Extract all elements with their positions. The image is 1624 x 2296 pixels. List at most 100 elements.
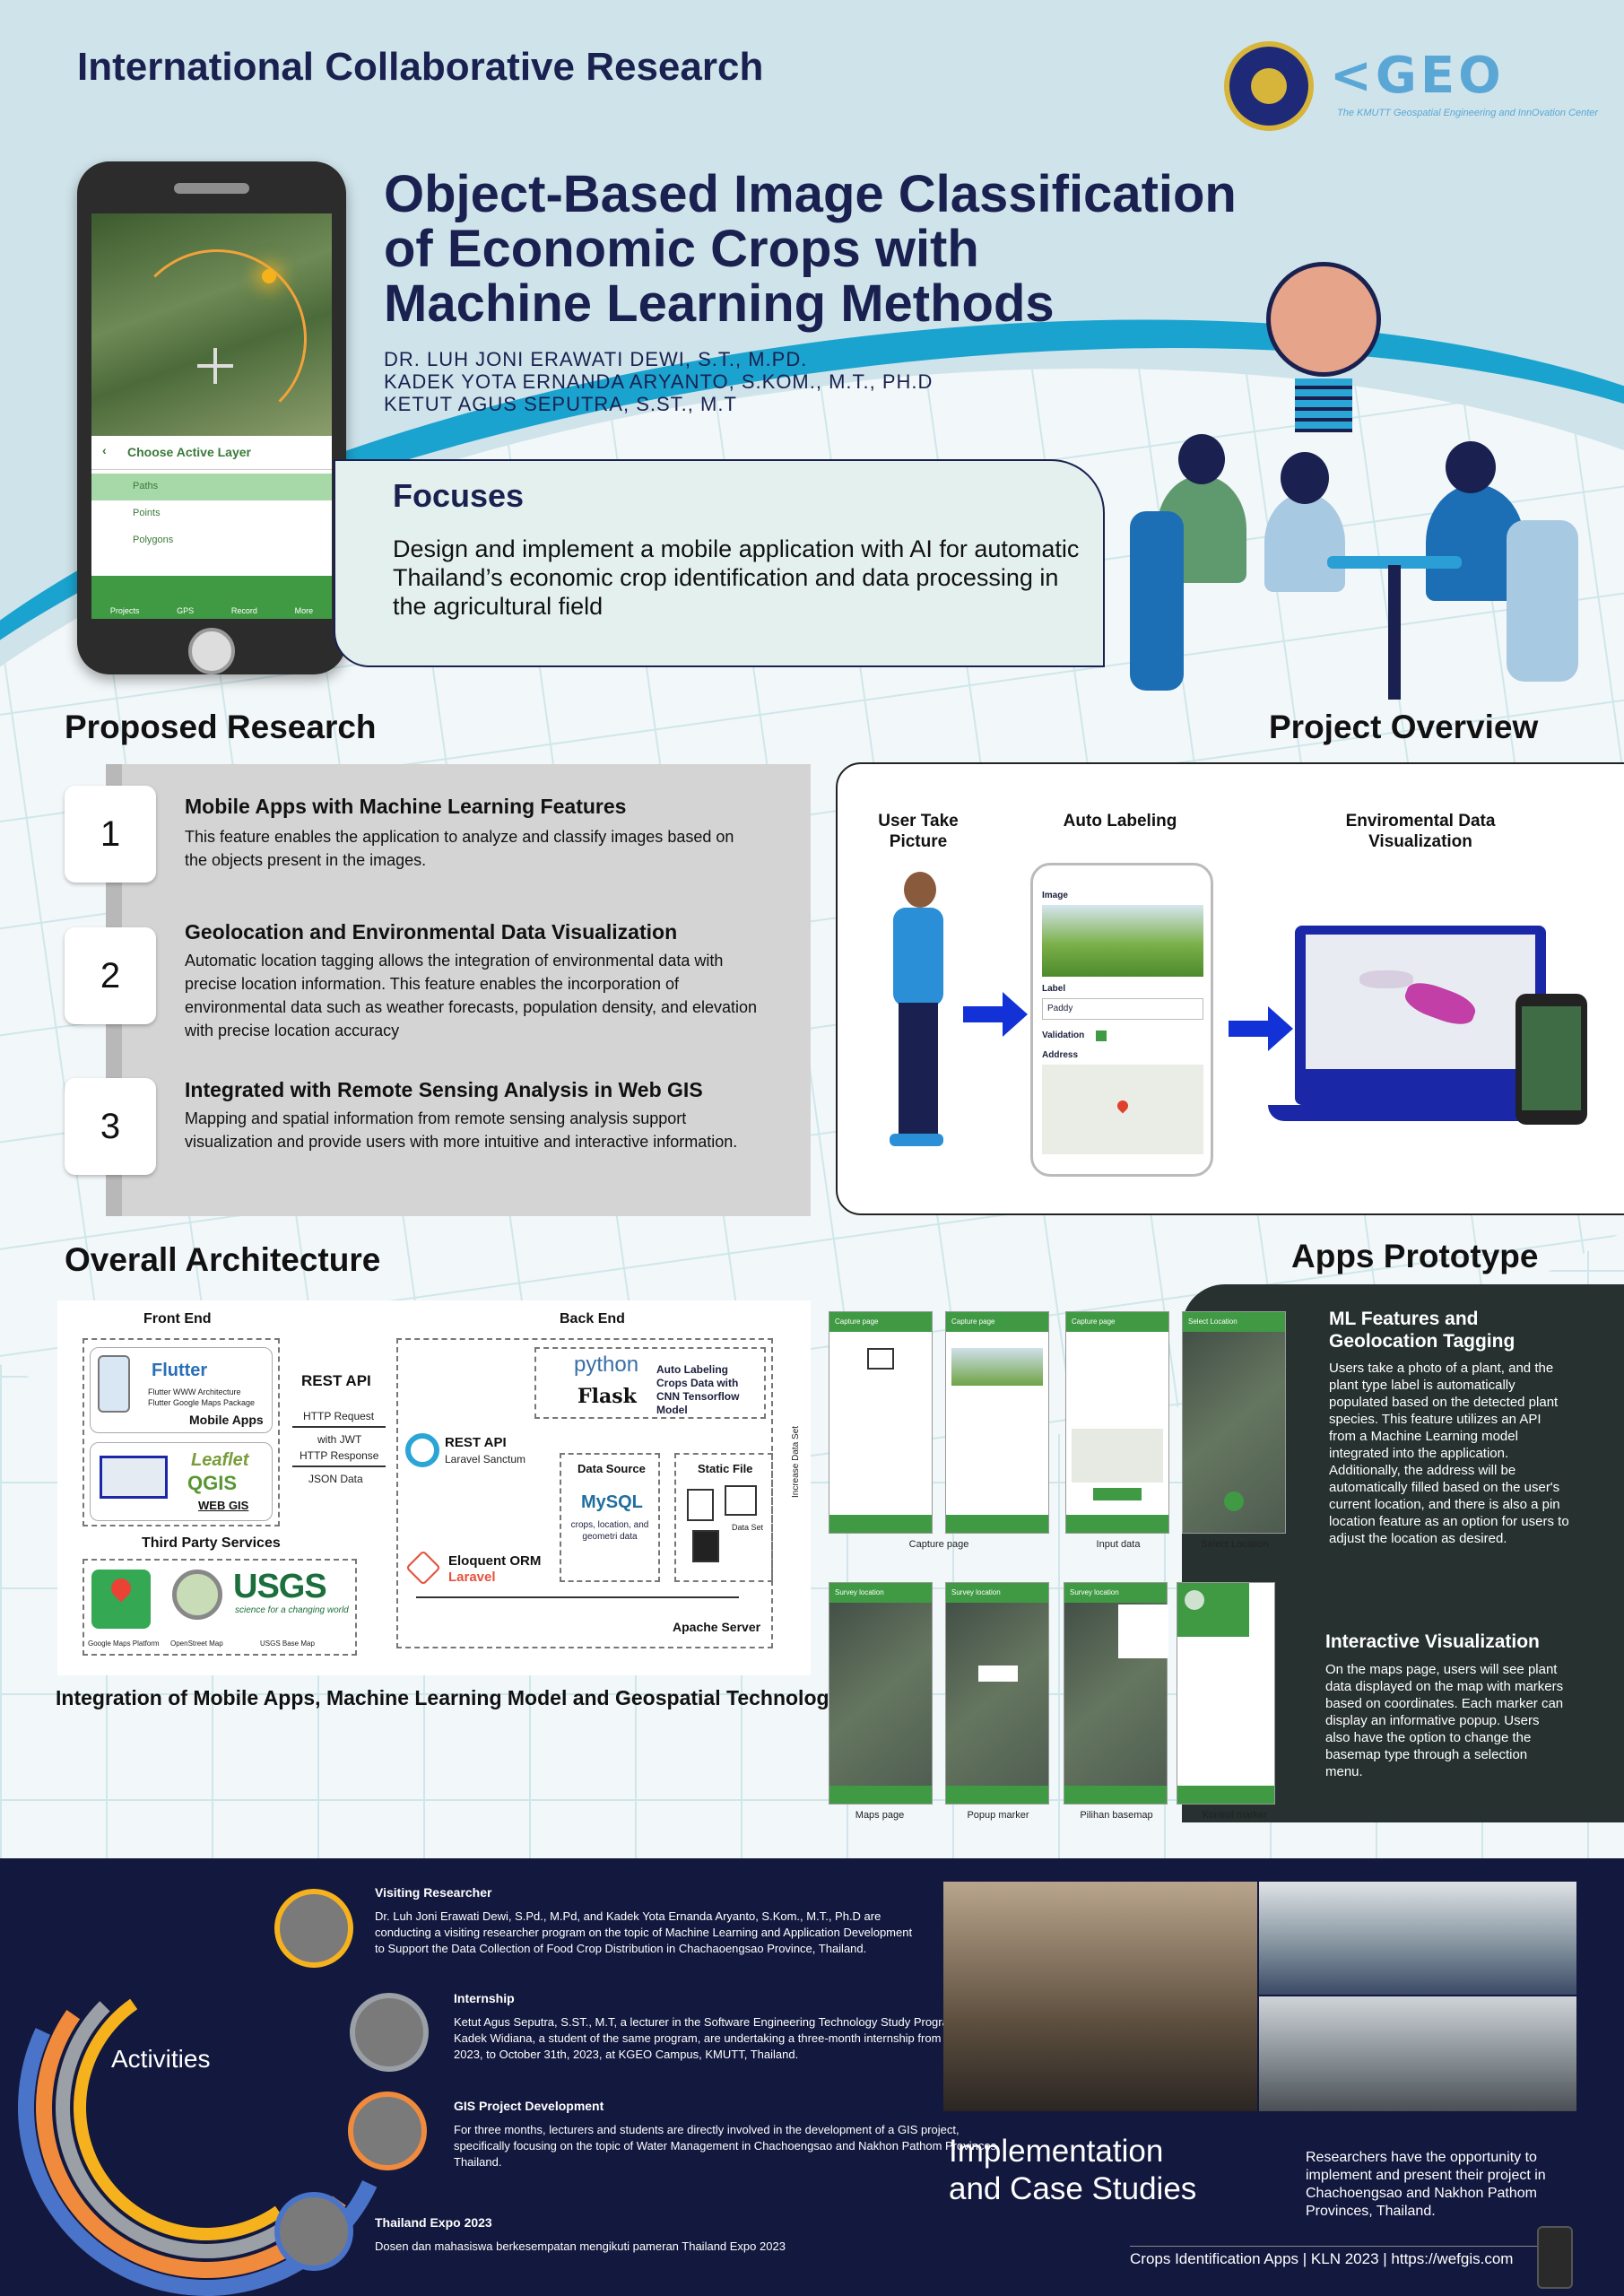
crosshair-icon [197,348,233,384]
focuses-box: Focuses Design and implement a mobile ap… [334,459,1105,667]
layer-option-polygons[interactable]: Polygons [133,535,174,545]
screen-marker-control [1177,1582,1275,1805]
front-end-group [83,1338,280,1526]
activity-text-1: Dr. Luh Joni Erawati Dewi, S.Pd., M.Pd, … [375,1909,913,1955]
interactive-visualization-text: On the maps page, users will see plant d… [1325,1662,1564,1779]
phone-icon [98,1355,130,1413]
item-number: 2 [65,927,156,1024]
item-desc: Mapping and spatial information from rem… [185,1109,738,1151]
authors: DR. LUH JONI ERAWATI DEWI, S.T., M.PD. K… [384,348,933,415]
label-field[interactable]: Paddy [1042,998,1203,1020]
mobile-apps-card: Flutter Flutter WWW Architecture Flutter… [90,1347,273,1433]
address-map [1042,1065,1203,1154]
layer-option-points[interactable]: Points [133,508,161,518]
request-arrow [292,1426,386,1428]
screen-select-location: Select Location [1182,1311,1286,1534]
screen-popup-marker: Survey location [945,1582,1049,1805]
arrow-right-icon [963,992,1028,1037]
nav-more[interactable]: More [294,606,314,615]
rest-api-icon [405,1433,439,1467]
overall-architecture-heading: Overall Architecture [65,1241,381,1278]
openstreetmap-icon [172,1570,222,1620]
ml-features-text: Users take a photo of a plant, and the p… [1329,1361,1569,1546]
arrow-right-icon [1229,1006,1293,1051]
back-chevron-icon[interactable]: ‹ [102,443,107,457]
google-maps-icon [91,1570,151,1629]
activity-title-1: Visiting Researcher [375,1885,492,1900]
user-figure-icon [877,872,958,1150]
caption-capture-page: Capture page [908,1539,969,1550]
route-path [127,249,307,429]
caption-maps-page: Maps page [855,1810,905,1821]
screen-capture-1: Capture page [829,1311,933,1534]
data-source-group [560,1453,660,1582]
item-title: Geolocation and Environmental Data Visua… [185,920,678,944]
xml-file-icon [687,1489,714,1521]
label-environmental-visualization: Enviromental Data Visualization [1345,812,1496,851]
response-arrow [292,1465,386,1467]
main-title: Object-Based Image Classification of Eco… [384,165,1237,333]
team-illustration [1121,422,1605,709]
ml-service-group [534,1347,766,1419]
author-3: KETUT AGUS SEPUTRA, S.ST., M.T [384,393,737,415]
focuses-heading: Focuses [393,477,525,514]
image-file-icon [725,1485,757,1516]
activity-photo-1 [274,1889,353,1968]
nav-gps[interactable]: GPS [177,606,195,615]
orm-arrow [416,1596,739,1598]
item-desc: Automatic location tagging allows the in… [185,952,758,1039]
proposed-research-heading: Proposed Research [65,709,377,745]
activity-text-4: Dosen dan mahasiswa berkesempatan mengik… [375,2239,786,2253]
phone-home-button [188,628,235,674]
photo-meeting [1259,1996,1576,2111]
nav-projects[interactable]: Projects [109,606,140,615]
item-title: Integrated with Remote Sensing Analysis … [185,1078,703,1101]
satellite-map [91,213,332,436]
caption-input-data: Input data [1096,1539,1141,1550]
activity-photo-4 [274,2192,353,2271]
nav-record[interactable]: Record [230,606,257,615]
implementation-title: Implementation and Case Studies [949,2134,1197,2206]
webgis-map [1306,935,1535,1069]
activity-title-3: GIS Project Development [454,2099,604,2113]
activity-photo-3 [348,2092,427,2170]
static-file-group [674,1453,773,1582]
focuses-text: Design and implement a mobile applicatio… [393,535,1080,620]
architecture-diagram: Front End Back End Flutter Flutter WWW A… [57,1300,811,1675]
web-gis-card: Leaflet QGIS WEB GIS [90,1442,273,1521]
proposed-research-panel [106,764,811,1216]
screen-maps-page: Survey location [829,1582,933,1805]
author-1: DR. LUH JONI ERAWATI DEWI, S.T., M.PD. [384,348,808,370]
project-overview-heading: Project Overview [1269,709,1539,745]
activity-title-4: Thailand Expo 2023 [375,2215,492,2230]
footer-phone-icon [1537,2226,1573,2289]
caption-marker-control: Kontrol marker [1202,1810,1268,1821]
activity-photo-2 [350,1993,429,2072]
photo-workshop [943,1882,1257,2111]
phone-mockup: ‹Choose Active Layer Paths Points Polygo… [77,161,346,674]
activities-label: Activities [111,2045,211,2073]
activity-text-3: For three months, lecturers and students… [454,2123,1000,2169]
author-2: KADEK YOTA ERNANDA ARYANTO, S.KOM., M.T.… [384,370,934,393]
caption-popup-marker: Popup marker [967,1810,1029,1821]
layer-option-paths[interactable]: Paths [91,474,332,500]
shp-file-icon [692,1530,719,1562]
apps-prototype-heading: Apps Prototype [1291,1238,1539,1274]
activity-text-2: Ketut Agus Seputra, S.ST., M.T, a lectur… [454,2015,994,2061]
implementation-photos [943,1882,1576,2111]
label-auto-labeling: Auto Labeling [1063,812,1177,831]
logos: <GEO The KMUTT Geospatial Engineering an… [1224,41,1598,131]
kgeo-tagline: The KMUTT Geospatial Engineering and Inn… [1337,108,1599,118]
interactive-visualization-title: Interactive Visualization [1325,1631,1540,1652]
screen-basemap-choice: Survey location [1064,1582,1168,1805]
map-pin-icon [1115,1098,1131,1114]
laptop-webgis [1268,926,1573,1121]
implementation-text: Researchers have the opportunity to impl… [1306,2150,1546,2219]
crop-photo [1042,905,1203,977]
screen-capture-2: Capture page [945,1311,1049,1534]
footer-text: Crops Identification Apps | KLN 2023 | h… [1130,2250,1514,2267]
caption-basemap: Pilihan basemap [1080,1810,1153,1821]
validation-checkbox[interactable] [1096,1031,1107,1041]
caption-select-location: Select Location [1201,1539,1269,1550]
auto-labeling-phone: Image Label Paddy Validation Address [1030,863,1213,1177]
